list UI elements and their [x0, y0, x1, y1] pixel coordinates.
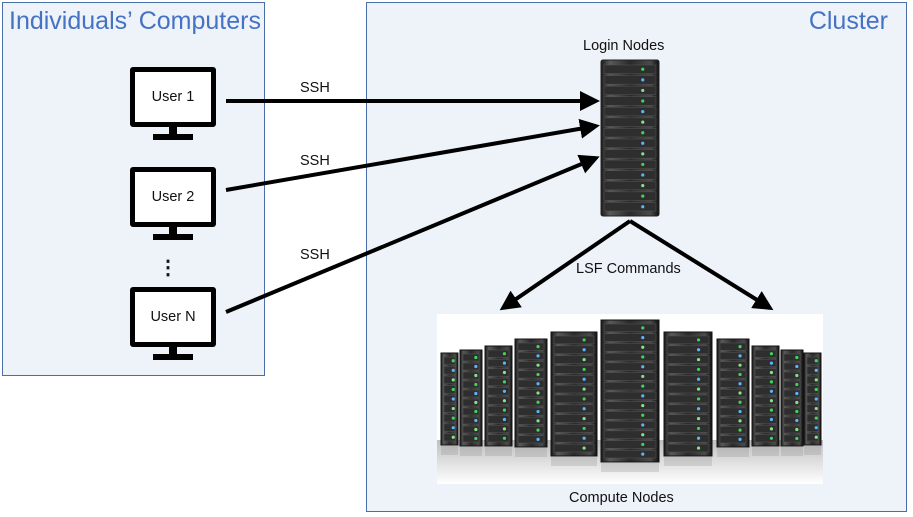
- individuals-computers-title: Individuals’ Computers: [9, 7, 261, 35]
- login-nodes-label: Login Nodes: [583, 38, 665, 54]
- monitor-icon: User N: [130, 287, 216, 347]
- monitor-base-icon: [153, 234, 193, 240]
- compute-rack-icon: [600, 319, 660, 472]
- monitor-stand-icon: [169, 347, 177, 356]
- monitor-stand-icon: [169, 127, 177, 136]
- compute-nodes-label: Compute Nodes: [569, 490, 674, 506]
- ssh-label-3: SSH: [300, 247, 330, 263]
- compute-rack-icon: [550, 331, 598, 466]
- ssh-label-2: SSH: [300, 153, 330, 169]
- compute-rack-icon: [716, 338, 750, 457]
- user-n-label: User N: [150, 309, 196, 325]
- compute-rack-icon: [459, 349, 483, 456]
- user-2-label: User 2: [151, 189, 195, 205]
- compute-rack-icon: [803, 352, 822, 455]
- lsf-arrow-right: [628, 219, 774, 311]
- compute-rack-icon: [751, 345, 780, 456]
- monitor-stand-icon: [169, 227, 177, 236]
- login-server-icon: [600, 59, 660, 217]
- ssh-label-1: SSH: [300, 80, 330, 96]
- ssh-arrow-3: [225, 154, 600, 314]
- compute-rack-icon: [440, 352, 459, 455]
- compute-rack-icon: [514, 338, 548, 457]
- monitor-base-icon: [153, 354, 193, 360]
- monitor-icon: User 2: [130, 167, 216, 227]
- cluster-title: Cluster: [808, 7, 888, 35]
- user-1-label: User 1: [151, 89, 195, 105]
- compute-rack-icon: [484, 345, 513, 456]
- compute-rack-icon: [780, 349, 804, 456]
- ellipsis: ⋮: [158, 257, 178, 279]
- compute-servers-icon: [437, 314, 823, 484]
- lsf-arrow-left: [499, 219, 632, 311]
- monitor-icon: User 1: [130, 67, 216, 127]
- monitor-base-icon: [153, 134, 193, 140]
- compute-rack-icon: [663, 331, 713, 466]
- lsf-commands-label: LSF Commands: [576, 261, 681, 277]
- ssh-arrow-2: [225, 118, 600, 192]
